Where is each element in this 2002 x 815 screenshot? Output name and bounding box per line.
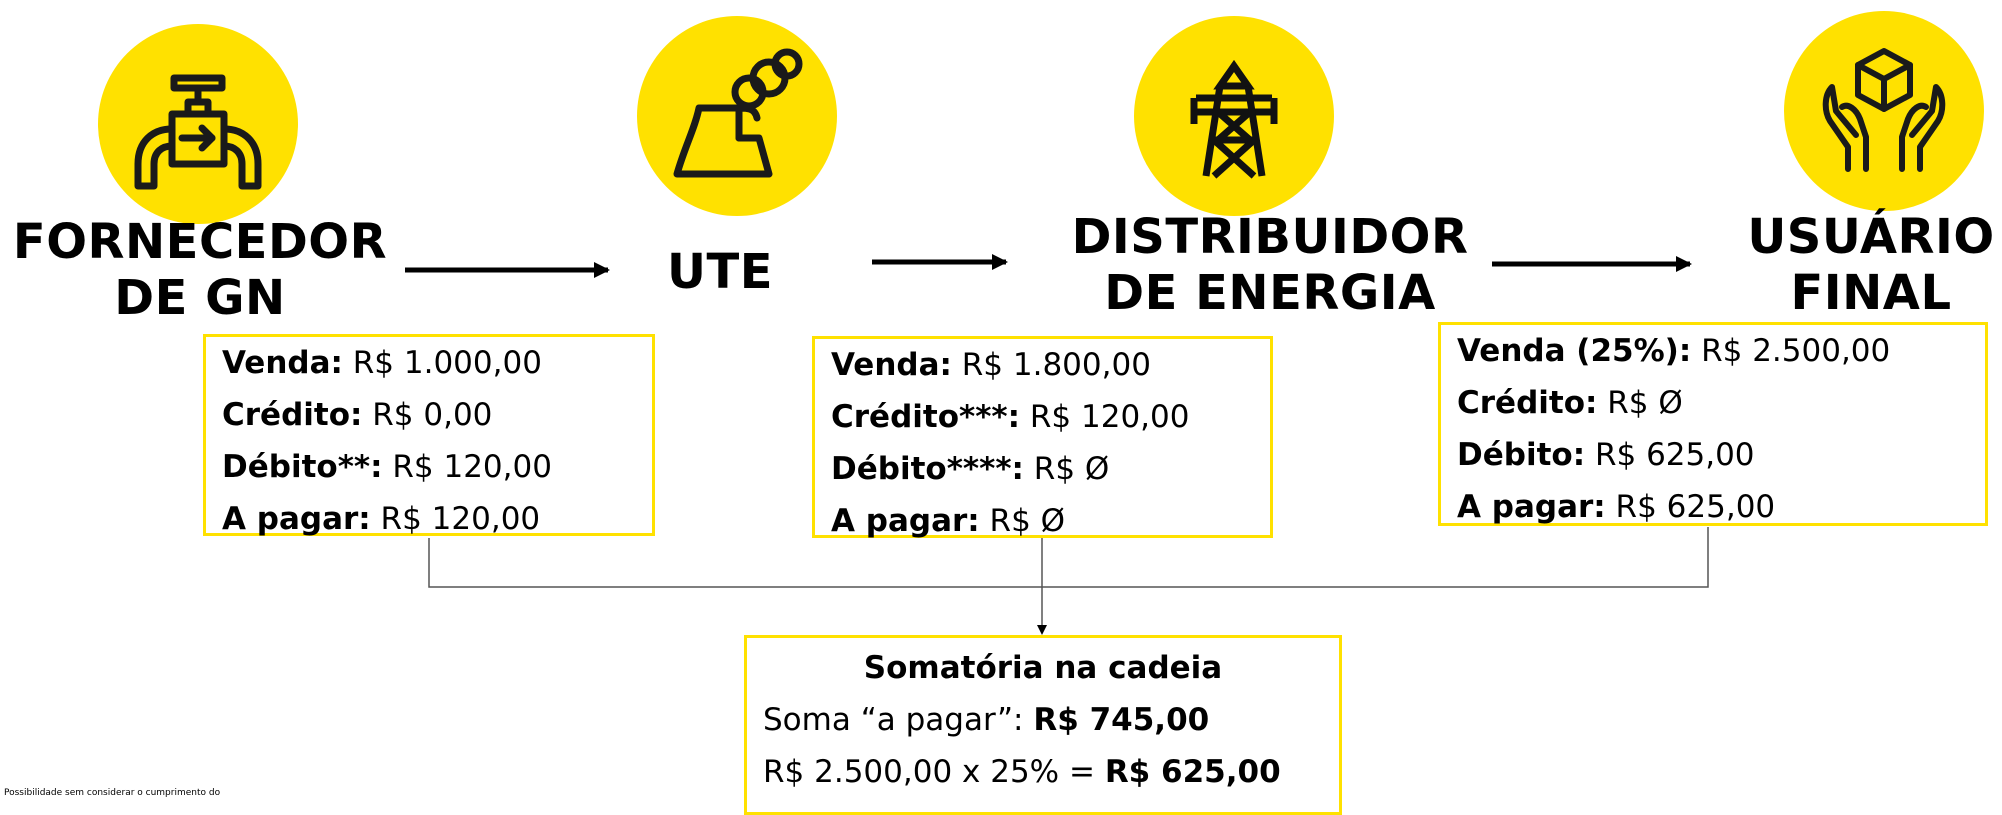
box-row-debito: Débito: R$ 625,00 bbox=[1457, 437, 1755, 473]
stage-title-usuario: USUÁRIO FINAL bbox=[1740, 209, 2002, 321]
stage-line1: UTE bbox=[666, 244, 773, 300]
summary-title: Somatória na cadeia bbox=[863, 650, 1223, 686]
hands-box-icon bbox=[1822, 48, 1946, 172]
stage-line2: DE GN bbox=[114, 270, 286, 326]
stage-line1: DISTRIBUIDOR bbox=[1071, 209, 1469, 265]
footnote: Possibilidade sem considerar o cumprimen… bbox=[4, 788, 221, 798]
box-fornecedor: Venda: R$ 1.000,00 Crédito: R$ 0,00 Débi… bbox=[203, 334, 655, 537]
stage-title-distribuidor: DISTRIBUIDOR DE ENERGIA bbox=[1030, 209, 1510, 321]
box-row-venda: Venda: R$ 1.000,00 bbox=[222, 345, 542, 381]
box-row-a-pagar: A pagar: R$ 120,00 bbox=[222, 501, 541, 537]
box-row-credito: Crédito: R$ Ø bbox=[1457, 385, 1683, 421]
box-row-credito: Crédito: R$ 0,00 bbox=[222, 397, 493, 433]
summary-row-sum: Soma “a pagar”: R$ 745,00 bbox=[763, 702, 1210, 738]
flow-connectors bbox=[405, 254, 1709, 635]
connector-fornecedor bbox=[428, 527, 1709, 588]
stage-title-ute: UTE bbox=[640, 244, 800, 300]
box-row-credito: Crédito***: R$ 120,00 bbox=[831, 399, 1190, 435]
summary-box: Somatória na cadeia Soma “a pagar”: R$ 7… bbox=[744, 635, 1342, 815]
circle-ute bbox=[637, 16, 837, 216]
transmission-tower-icon bbox=[1190, 59, 1278, 179]
box-row-venda: Venda: R$ 1.800,00 bbox=[831, 347, 1151, 383]
stage-line1: USUÁRIO bbox=[1747, 209, 1995, 265]
box-row-a-pagar: A pagar: R$ 625,00 bbox=[1457, 489, 1776, 525]
box-distribuidor: Venda: R$ 1.800,00 Crédito***: R$ 120,00… bbox=[812, 336, 1273, 539]
box-row-debito: Débito**: R$ 120,00 bbox=[222, 449, 552, 485]
stage-line2: FINAL bbox=[1790, 265, 1952, 321]
stage-line1: FORNECEDOR bbox=[12, 214, 388, 270]
box-usuario: Venda (25%): R$ 2.500,00 Crédito: R$ Ø D… bbox=[1438, 322, 1988, 526]
circle-fornecedor bbox=[98, 24, 298, 224]
box-row-venda: Venda (25%): R$ 2.500,00 bbox=[1457, 333, 1891, 369]
stage-title-fornecedor: FORNECEDOR DE GN bbox=[0, 214, 400, 326]
circle-usuario bbox=[1784, 11, 1984, 211]
gas-valve-icon bbox=[134, 74, 262, 190]
power-plant-icon bbox=[673, 48, 803, 178]
summary-row-percent: R$ 2.500,00 x 25% = R$ 625,00 bbox=[763, 754, 1281, 790]
stage-line2: DE ENERGIA bbox=[1104, 265, 1436, 321]
box-row-debito: Débito****: R$ Ø bbox=[831, 451, 1110, 487]
circle-distribuidor bbox=[1134, 16, 1334, 216]
box-row-a-pagar: A pagar: R$ Ø bbox=[831, 503, 1066, 539]
